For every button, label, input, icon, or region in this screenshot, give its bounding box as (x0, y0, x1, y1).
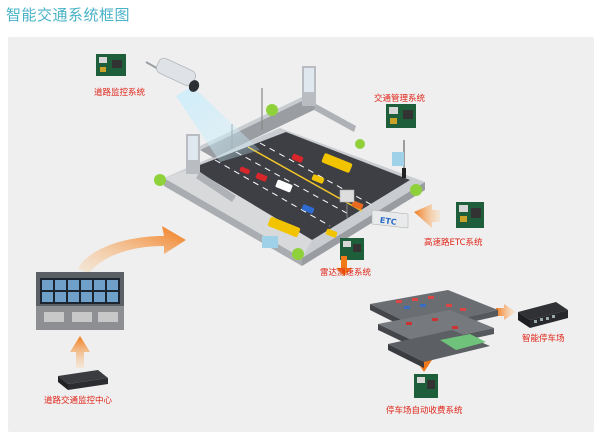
arrow-parking (496, 304, 516, 320)
bridge-tower-window (188, 136, 198, 160)
yellow-bus (321, 153, 353, 173)
road-scene: ETC (154, 66, 425, 266)
tree (154, 174, 166, 186)
bus-stop (262, 236, 278, 248)
road-surface (192, 132, 410, 240)
page-title: 智能交通系统框图 (6, 6, 131, 24)
video-wall-icon (36, 272, 124, 330)
red-car (291, 153, 304, 163)
bus-stop (392, 152, 404, 166)
camera-beam (176, 86, 260, 162)
traffic-signal (402, 168, 406, 178)
arrow-etc (414, 204, 440, 228)
orange-car (351, 200, 364, 210)
tree (292, 248, 304, 260)
road-base-side-right (302, 182, 425, 266)
dvr-box-icon (58, 370, 108, 390)
label-road-monitor: 道路监控系统 (94, 88, 146, 98)
stairs (196, 172, 236, 202)
tree (410, 184, 422, 196)
red-car (239, 166, 250, 175)
security-camera-icon (145, 57, 200, 92)
bridge-tower-window (304, 68, 314, 92)
label-etc: 高速路ETC系统 (424, 238, 483, 248)
parking-garage-icon (370, 290, 498, 368)
lane-lines (214, 142, 373, 227)
label-smart-parking: 智能停车场 (522, 334, 565, 344)
pcb-board-icon (96, 54, 126, 76)
yellow-bus (267, 216, 301, 238)
etc-sign (371, 209, 409, 229)
yellow-taxi (311, 174, 325, 184)
etc-sign-text: ETC (379, 216, 397, 227)
label-parking-toll: 停车场自动收费系统 (386, 406, 463, 416)
white-van (275, 179, 293, 193)
arrow-up (70, 336, 90, 368)
sidewalk (164, 168, 312, 258)
label-control-center: 道路交通监控中心 (44, 396, 113, 406)
tree (355, 139, 365, 149)
label-radar: 雷达测速系统 (320, 268, 372, 278)
red-car (255, 172, 268, 182)
blue-car (301, 204, 315, 214)
radar-unit (339, 189, 355, 203)
arrow-to-road (78, 226, 186, 274)
yellow-car (325, 228, 338, 238)
tree (266, 104, 278, 116)
label-traffic-mgmt: 交通管理系统 (374, 94, 426, 104)
pcb-board-icon (414, 374, 438, 398)
stairs (314, 104, 356, 132)
pcb-board-icon (340, 238, 364, 260)
parking-controller-icon (518, 302, 568, 328)
pcb-board-icon (456, 202, 484, 228)
pcb-board-icon (386, 104, 416, 128)
arrow-radar (336, 256, 352, 276)
